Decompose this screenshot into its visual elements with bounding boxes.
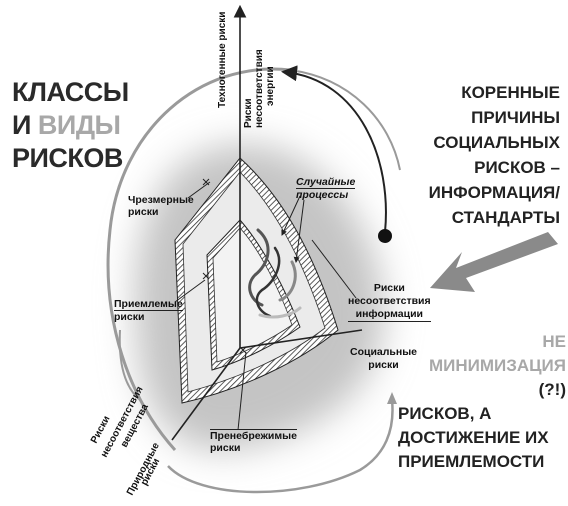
axis-label-energy-3: энергии [265, 66, 276, 106]
label-info-line1: Риски [348, 282, 431, 295]
right-title-line-3: СОЦИАЛЬНЫХ [385, 130, 560, 155]
axis-label-energy-1: Риски [243, 98, 254, 128]
bottom-title-ne: НЕ [398, 330, 566, 354]
left-title-and: И [12, 110, 31, 140]
label-random-line2: процессы [296, 189, 355, 201]
label-excessive-line2: риски [128, 206, 194, 218]
right-title-line-6: СТАНДАРТЫ [385, 205, 560, 230]
right-title: КОРЕННЫЕ ПРИЧИНЫ СОЦИАЛЬНЫХ РИСКОВ – ИНФ… [385, 80, 560, 230]
label-negligible-line2: риски [210, 442, 297, 454]
axis-label-technogenic: Техногенные риски [217, 12, 228, 108]
right-title-line-1: КОРЕННЫЕ [385, 80, 560, 105]
label-random-line1: Случайные [296, 176, 355, 189]
label-negligible-line1: Пренебрежимые [210, 429, 297, 442]
outer-arc-right [290, 70, 400, 170]
axis-label-energy-2: несоответствия [254, 49, 265, 128]
label-social-line2: риски [350, 359, 417, 372]
label-info-line3: информации [348, 308, 431, 322]
info-arrow-dot [378, 229, 392, 243]
label-negligible-risks: Пренебрежимые риски [210, 429, 297, 454]
bottom-title-line2: РИСКОВ, А [398, 402, 566, 426]
label-social-risks: Социальные риски [350, 346, 417, 372]
label-info-line2: несоответствия [348, 295, 431, 308]
right-title-line-2: ПРИЧИНЫ [385, 105, 560, 130]
gray-big-arrow [430, 232, 558, 292]
right-title-line-4: РИСКОВ – [385, 155, 560, 180]
bottom-title-line4: ПРИЕМЛЕМОСТИ [398, 450, 566, 474]
label-excessive-risks: Чрезмерные риски [128, 194, 194, 218]
label-random-processes: Случайные процессы [296, 176, 355, 201]
left-title: КЛАССЫ И ВИДЫ РИСКОВ [12, 76, 129, 175]
label-excessive-line1: Чрезмерные [128, 194, 194, 206]
bottom-title: НЕ МИНИМИЗАЦИЯ (?!) РИСКОВ, А ДОСТИЖЕНИЕ… [398, 330, 566, 474]
left-title-line1: КЛАССЫ [12, 76, 129, 109]
left-title-line3: РИСКОВ [12, 142, 129, 175]
bottom-title-line1: МИНИМИЗАЦИЯ (?!) [398, 354, 566, 402]
left-title-kinds: ВИДЫ [38, 110, 121, 140]
label-info-risks: Риски несоответствия информации [348, 282, 431, 322]
bottom-title-line3: ДОСТИЖЕНИЕ ИХ [398, 426, 566, 450]
label-social-line1: Социальные [350, 346, 417, 359]
right-title-line-5: ИНФОРМАЦИЯ/ [385, 180, 560, 205]
label-acceptable-line2: риски [114, 311, 183, 323]
label-acceptable-risks: Приемлемые риски [114, 298, 183, 323]
left-title-line2: И ВИДЫ [12, 109, 129, 142]
bottom-title-minim: МИНИМИЗАЦИЯ [429, 356, 566, 375]
bottom-title-q: (?!) [539, 380, 566, 399]
label-acceptable-line1: Приемлемые [114, 298, 183, 311]
